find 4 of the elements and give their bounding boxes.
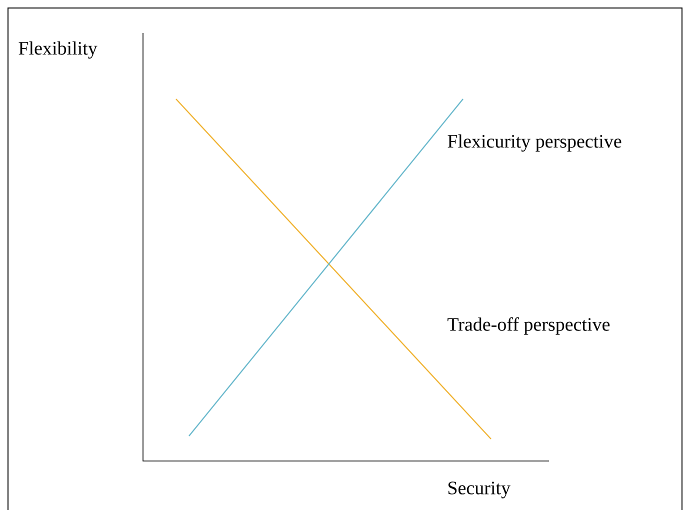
line-label: Trade-off perspective [448, 317, 610, 335]
axis-label: Flexibility [18, 41, 98, 59]
line-label: Flexicurity perspective [448, 134, 622, 152]
axis-label: Security [448, 482, 510, 498]
